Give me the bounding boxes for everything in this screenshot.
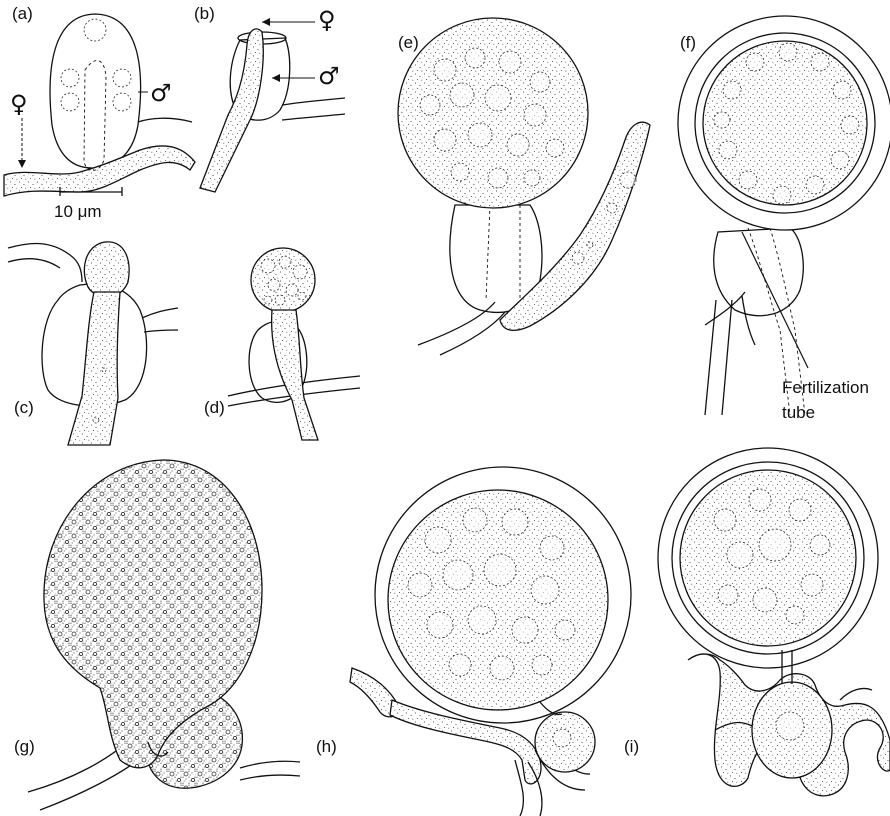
panel-c-vacuole [102,368,106,372]
panel-c-hypha [8,259,60,268]
fertilization-tube-label-line2: tube [782,403,815,422]
panel-label-f: (f) [680,33,696,52]
panel-label-d: (d) [204,398,225,417]
panel-h-vacuole [553,729,571,747]
panel-i-vacuole [776,712,804,740]
panel-f: (f) Fertilization tube [678,16,890,422]
panel-b: (b) ♀ ♂ [194,4,345,192]
panel-g-hypha [240,761,300,780]
panel-a-fertilization-tube [84,61,106,171]
panel-c-hypha [8,244,82,282]
panel-label-e: (e) [398,33,419,52]
panel-a-nucleus [61,93,79,111]
panel-i: (i) [624,448,890,796]
panel-c: (c) [8,242,178,445]
panel-b-hypha [282,114,345,120]
scale-bar-label: 10 μm [54,202,102,221]
panel-label-a: (a) [12,4,33,23]
panel-a: (a) ♀ ♂ 10 μm [4,4,195,221]
panel-b-female-symbol: ♀ [318,6,336,34]
panel-a-nucleus [113,69,131,87]
panel-a-nucleus [84,19,106,41]
panel-label-h: (h) [316,737,337,756]
panel-e: (e) [398,18,650,355]
panel-c-oogonium [84,242,129,297]
panel-label-b: (b) [194,4,215,23]
panel-a-nucleus [61,69,79,87]
panel-c-vacuole [93,417,99,423]
fertilization-tube-label-line1: Fertilization [782,378,869,397]
panel-h: (h) [316,467,631,816]
panel-a-oogonial-hypha [4,146,195,196]
panel-e-hypha [418,302,505,355]
panel-a-female-arrowhead [18,160,26,168]
fertilization-tube-pointer [742,232,808,368]
panel-c-side-hypha [142,308,178,332]
panel-d: (d) [204,248,360,440]
panel-a-female-symbol: ♀ [10,90,28,118]
panel-label-g: (g) [14,737,35,756]
panel-e-fertilization-tube [486,205,520,300]
panel-label-c: (c) [14,398,34,417]
panel-f-antheridium [714,228,804,316]
panel-a-hypha [138,118,192,122]
panel-d-oogonial-stalk [272,310,318,440]
panel-f-hypha [705,300,732,415]
panel-a-male-symbol: ♂ [150,79,172,107]
panel-label-i: (i) [624,737,639,756]
panel-b-oogonial-hypha [200,29,263,192]
panel-b-female-arrowhead [262,18,270,26]
panel-b-male-symbol: ♂ [318,62,340,90]
panel-b-male-arrowhead [272,74,280,82]
panel-b-hypha [283,98,345,105]
panel-g: (g) [14,460,300,810]
panel-a-nucleus [113,93,131,111]
